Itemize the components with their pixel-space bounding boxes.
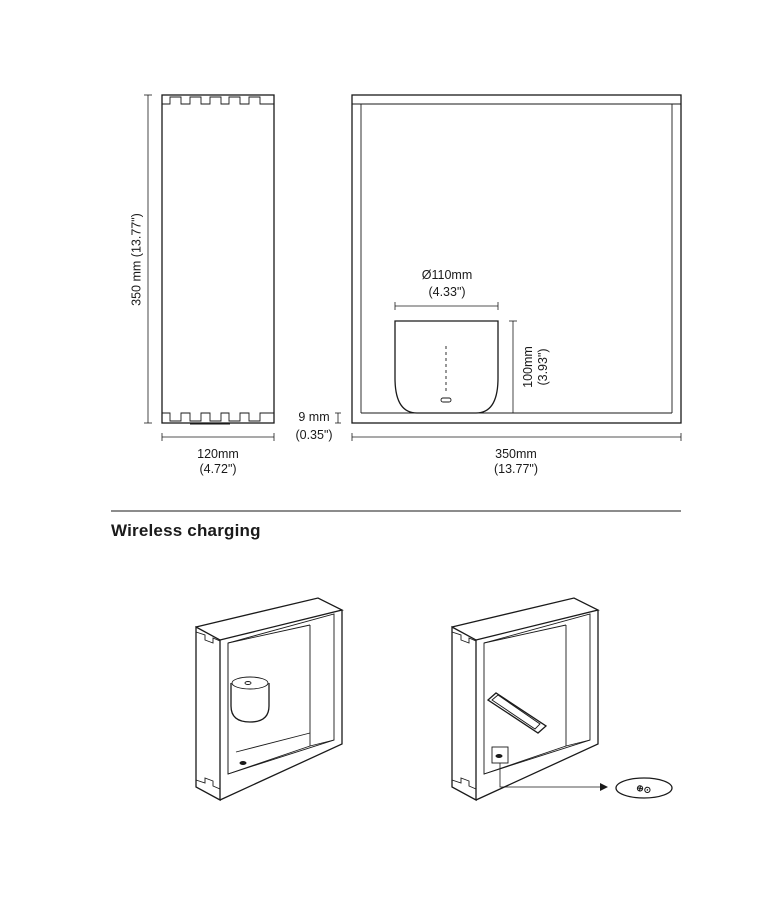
depth-dimension xyxy=(161,433,275,441)
height-label: 350 mm (13.77") xyxy=(130,205,145,315)
section-title: Wireless charging xyxy=(111,521,261,540)
lamp-front xyxy=(394,320,499,414)
shelf-label: 9 mm (0.35") xyxy=(286,410,342,443)
lamp-height-label: 100mm (3.93") xyxy=(521,327,551,407)
lamp-height-dimension xyxy=(509,320,517,413)
depth-label: 120mm (4.72") xyxy=(178,447,258,477)
shelf-mm: 9 mm xyxy=(298,410,330,424)
lamp-diameter-in: (4.33") xyxy=(428,285,466,299)
lamp-height-in: (3.93") xyxy=(536,348,550,386)
width-label: 350mm (13.77") xyxy=(476,447,556,477)
height-mm: 350 mm xyxy=(129,260,144,306)
width-dimension xyxy=(351,433,682,441)
depth-mm: 120mm xyxy=(197,447,239,461)
lamp-diameter-mm: Ø110mm xyxy=(421,268,473,282)
height-dimension xyxy=(144,94,152,424)
lamp-diameter-label: Ø110mm (4.33") xyxy=(407,268,487,300)
depth-in: (4.72") xyxy=(199,462,237,476)
width-in: (13.77") xyxy=(493,462,539,476)
perspective-box-phone: ⊕⊙ xyxy=(451,597,673,802)
lamp-diameter-dimension xyxy=(394,302,499,310)
height-in: (13.77") xyxy=(129,213,144,258)
front-view xyxy=(351,94,682,424)
shelf-dimension xyxy=(335,412,341,424)
svg-text:⊕⊙: ⊕⊙ xyxy=(635,783,652,796)
shelf-in: (0.35") xyxy=(295,428,333,442)
side-view xyxy=(161,94,275,425)
perspective-box-lamp xyxy=(195,597,344,802)
lamp-height-mm: 100mm xyxy=(521,346,535,388)
width-mm: 350mm xyxy=(495,447,537,461)
